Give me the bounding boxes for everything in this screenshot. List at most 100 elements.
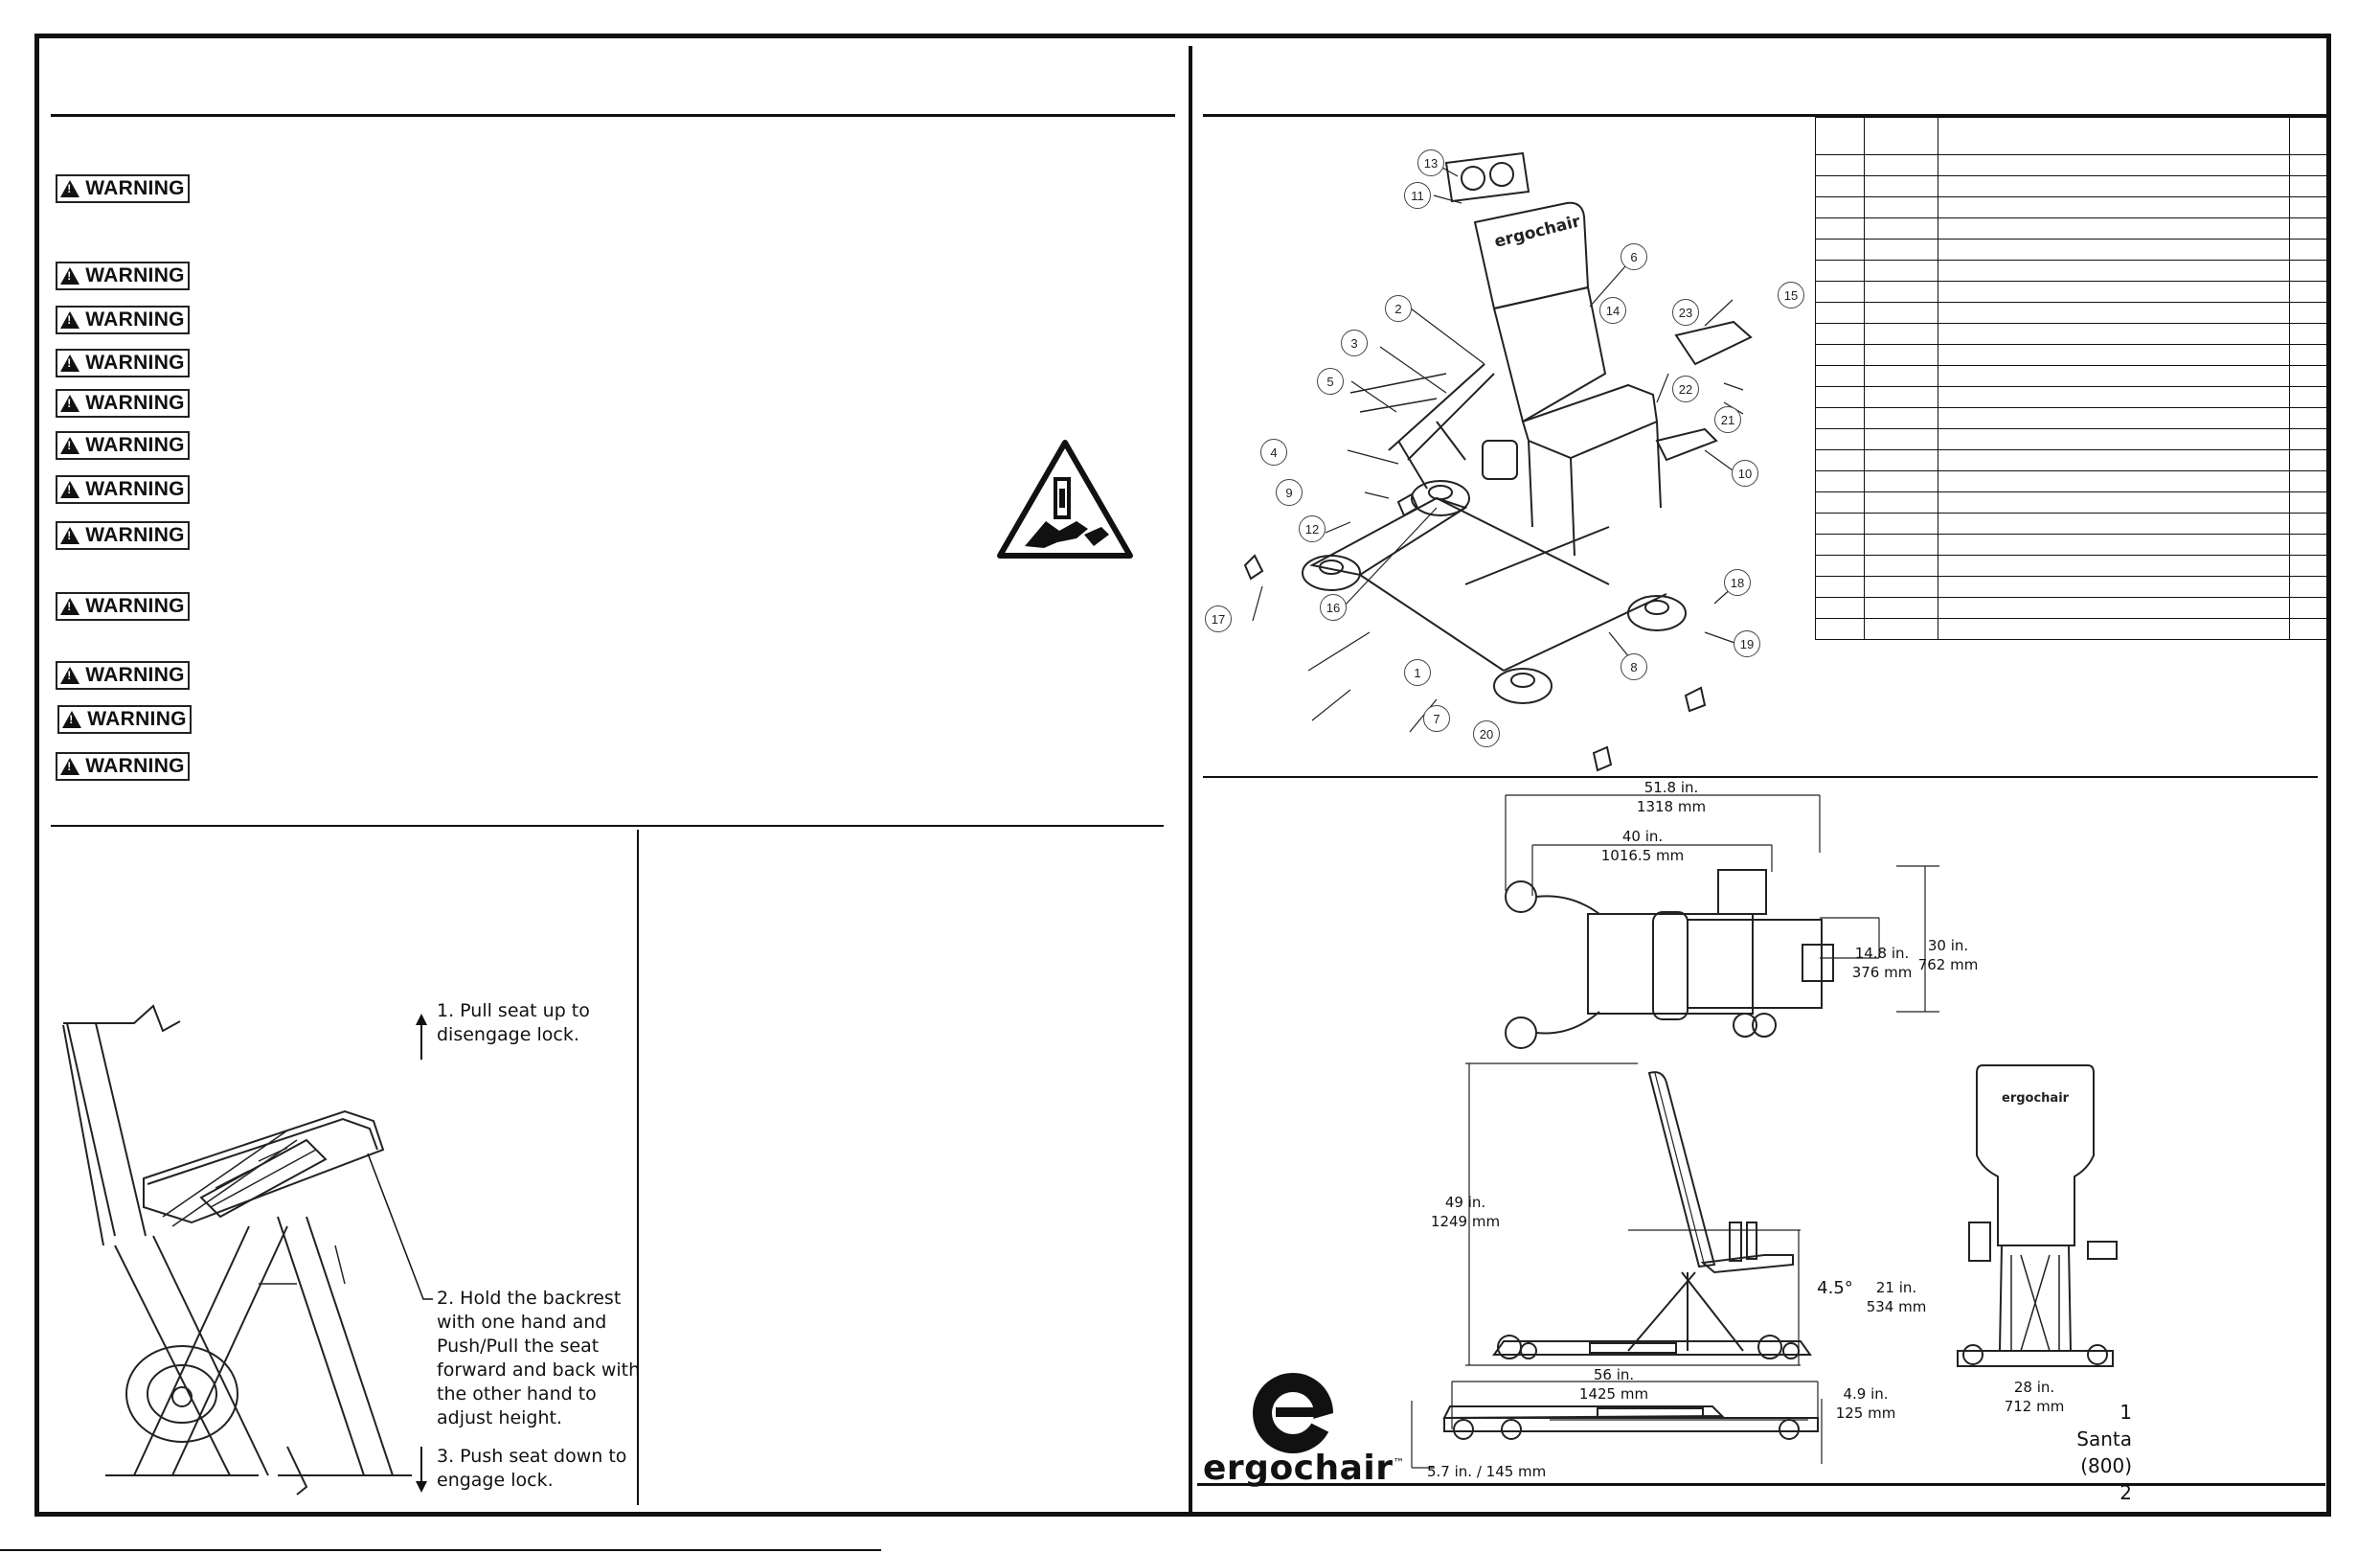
seat-adjustment-illustration — [62, 1004, 412, 1496]
parts-table-cell — [1864, 491, 1938, 514]
parts-table-cell — [1864, 534, 1938, 556]
parts-table-cell — [1815, 196, 1865, 218]
arrow-down-icon — [416, 1447, 427, 1493]
parts-table-row — [1815, 175, 2329, 197]
parts-table-cell — [1864, 555, 1938, 577]
step3-line: engage lock. — [437, 1470, 554, 1491]
warning-label: WARNING — [56, 174, 190, 203]
callout-23: 23 — [1672, 299, 1699, 326]
parts-table-row — [1815, 323, 2329, 345]
dim-seat-depth: 14.8 in. 376 mm — [1851, 945, 1913, 981]
dim-front-width: 28 in. 712 mm — [2004, 1379, 2065, 1415]
callout-13: 13 — [1417, 149, 1444, 176]
parts-table-row — [1815, 513, 2329, 535]
parts-table-cell — [1815, 576, 1865, 598]
warning-label: WARNING — [56, 306, 190, 334]
parts-table-cell — [2289, 344, 2329, 366]
center-divider — [1189, 46, 1192, 1512]
warning-label: WARNING — [56, 752, 190, 781]
callout-11: 11 — [1404, 182, 1431, 209]
callout-4: 4 — [1260, 439, 1287, 466]
parts-table-cell — [1938, 323, 2290, 345]
warning-triangle-icon — [60, 395, 80, 412]
warning-label: WARNING — [56, 592, 190, 621]
parts-table-cell — [2289, 449, 2329, 471]
parts-table-cell — [1864, 260, 1938, 282]
parts-table-row — [1815, 239, 2329, 261]
parts-table-cell — [2289, 365, 2329, 387]
callout-18: 18 — [1724, 569, 1751, 596]
parts-table-cell — [1938, 175, 2290, 197]
parts-table-cell — [1864, 365, 1938, 387]
parts-table-cell — [1815, 491, 1865, 514]
parts-table-cell — [1864, 428, 1938, 450]
warning-triangle-icon — [60, 267, 80, 285]
parts-table-row — [1815, 344, 2329, 366]
parts-table-cell — [2289, 470, 2329, 492]
parts-table-cell — [1815, 449, 1865, 471]
parts-table-cell — [1815, 618, 1865, 640]
parts-table-cell — [1864, 470, 1938, 492]
parts-table-cell — [1938, 386, 2290, 408]
bottom-edge-rule — [0, 1549, 881, 1551]
warning-label: WARNING — [56, 349, 190, 377]
parts-table-cell — [2289, 302, 2329, 324]
right-header-rule — [1203, 114, 2328, 117]
exploded-view-drawing: ergochair — [1243, 151, 1753, 772]
parts-table-row — [1815, 217, 2329, 240]
parts-table-cell — [2289, 117, 2329, 155]
parts-table-row — [1815, 491, 2329, 514]
parts-table-cell — [1815, 260, 1865, 282]
callout-10: 10 — [1732, 460, 1758, 487]
footer-line: (800) 2 — [2080, 1454, 2132, 1504]
parts-table-row — [1815, 196, 2329, 218]
parts-list-table — [1815, 117, 2329, 640]
left-mid-rule — [51, 825, 1164, 827]
warning-triangle-icon — [60, 311, 80, 329]
callout-21: 21 — [1714, 406, 1741, 433]
parts-table-cell — [2289, 323, 2329, 345]
step2-line: 2. Hold the backrest — [437, 1288, 622, 1309]
dim-overall-height: 49 in. 1249 mm — [1430, 1194, 1501, 1230]
parts-table-cell — [1938, 513, 2290, 535]
pinch-hazard-icon — [997, 440, 1133, 559]
parts-table-cell — [1815, 239, 1865, 261]
parts-table-cell — [1864, 513, 1938, 535]
parts-table-row — [1815, 534, 2329, 556]
dim-inner-width: 40 in. 1016.5 mm — [1600, 828, 1685, 864]
parts-table-cell — [1815, 281, 1865, 303]
folded-view-drawing — [1411, 1381, 1823, 1469]
step1-line: 1. Pull seat up to — [437, 1000, 590, 1021]
parts-table-cell — [1815, 217, 1865, 240]
parts-table-cell — [1864, 597, 1938, 619]
parts-table-cell — [1864, 407, 1938, 429]
step3-line: 3. Push seat down to — [437, 1446, 627, 1467]
callout-14: 14 — [1599, 297, 1626, 324]
parts-table-cell — [1864, 386, 1938, 408]
parts-table-cell — [1864, 117, 1938, 155]
warning-label: WARNING — [56, 431, 190, 460]
left-header-rule — [51, 114, 1175, 117]
parts-table-cell — [2289, 428, 2329, 450]
front-view-drawing: ergochair — [1957, 1064, 2118, 1367]
parts-table-cell — [1938, 407, 2290, 429]
dim-depth: 30 in. 762 mm — [1917, 937, 1979, 973]
warning-triangle-icon — [60, 667, 80, 684]
parts-table-cell — [2289, 217, 2329, 240]
footer-line: 1 — [2119, 1401, 2132, 1424]
callout-9: 9 — [1276, 479, 1303, 506]
parts-table-cell — [1815, 597, 1865, 619]
arrow-up-icon — [416, 1014, 427, 1060]
parts-table-cell — [1864, 154, 1938, 176]
parts-table-cell — [1938, 281, 2290, 303]
callout-15: 15 — [1778, 282, 1804, 308]
parts-table-cell — [1938, 196, 2290, 218]
parts-table-cell — [1938, 344, 2290, 366]
parts-table-cell — [1815, 407, 1865, 429]
parts-table-cell — [1815, 513, 1865, 535]
parts-table-cell — [1938, 618, 2290, 640]
step1-line: disengage lock. — [437, 1024, 579, 1045]
parts-table-row — [1815, 555, 2329, 577]
parts-table-row — [1815, 576, 2329, 598]
callout-16: 16 — [1320, 594, 1347, 621]
